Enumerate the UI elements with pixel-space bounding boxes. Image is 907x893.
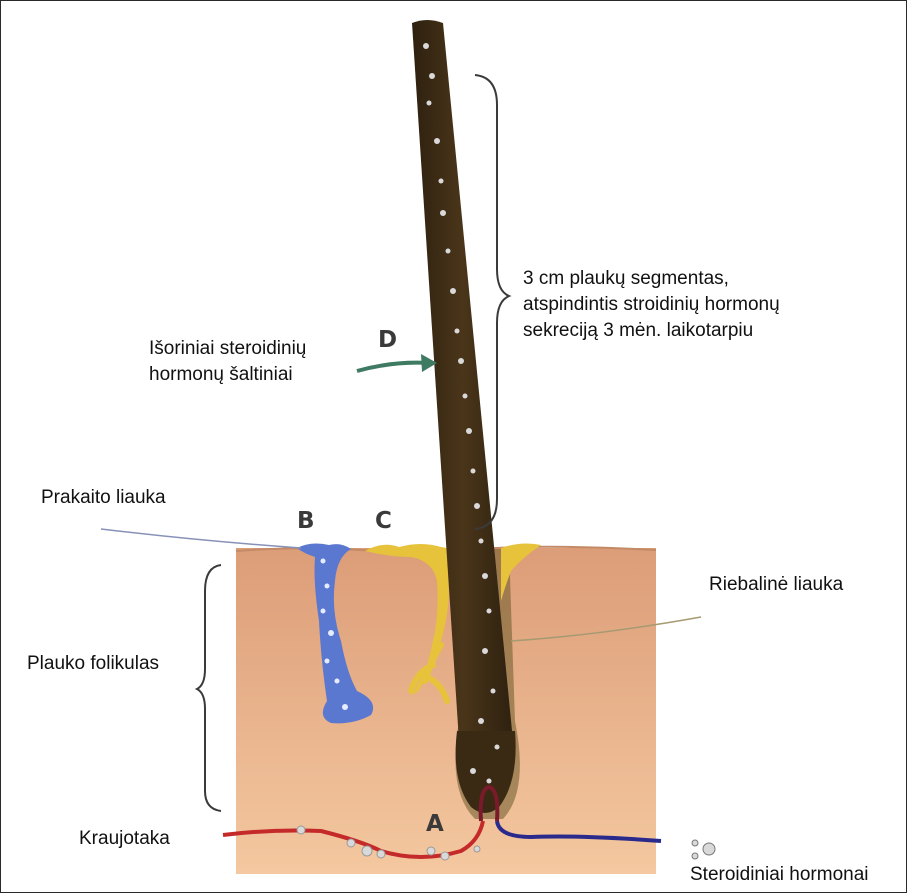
hair-segment-label: 3 cm plaukų segmentas, atspindintis stro… — [523, 266, 780, 344]
hair-follicle-bracket — [197, 565, 221, 811]
hair-follicle-label: Plauko folikulas — [27, 651, 159, 677]
marker-d: D — [378, 327, 397, 353]
external-sources-arrow — [357, 363, 429, 371]
sebaceous-gland-label: Riebalinė liauka — [709, 572, 843, 598]
hair-segment-line-1: 3 cm plaukų segmentas, — [523, 266, 780, 292]
external-sources-line-2: hormonų šaltiniai — [149, 362, 306, 388]
marker-b: B — [297, 508, 315, 534]
steroid-hormone-symbol — [692, 840, 715, 859]
external-sources-line-1: Išoriniai steroidinių — [149, 336, 306, 362]
hair-segment-line-2: atspindintis stroidinių hormonų — [523, 292, 780, 318]
sweat-gland-label: Prakaito liauka — [41, 485, 166, 511]
marker-a: A — [426, 811, 444, 837]
sweat-gland-leader — [101, 529, 301, 548]
steroid-hormones-label: Steroidiniai hormonai — [690, 862, 869, 888]
marker-c: C — [375, 508, 392, 534]
external-sources-label: Išoriniai steroidinių hormonų šaltiniai — [149, 336, 306, 388]
bloodstream-label: Kraujotaka — [79, 826, 170, 852]
hair-segment-line-3: sekreciją 3 mėn. laikotarpiu — [523, 318, 780, 344]
